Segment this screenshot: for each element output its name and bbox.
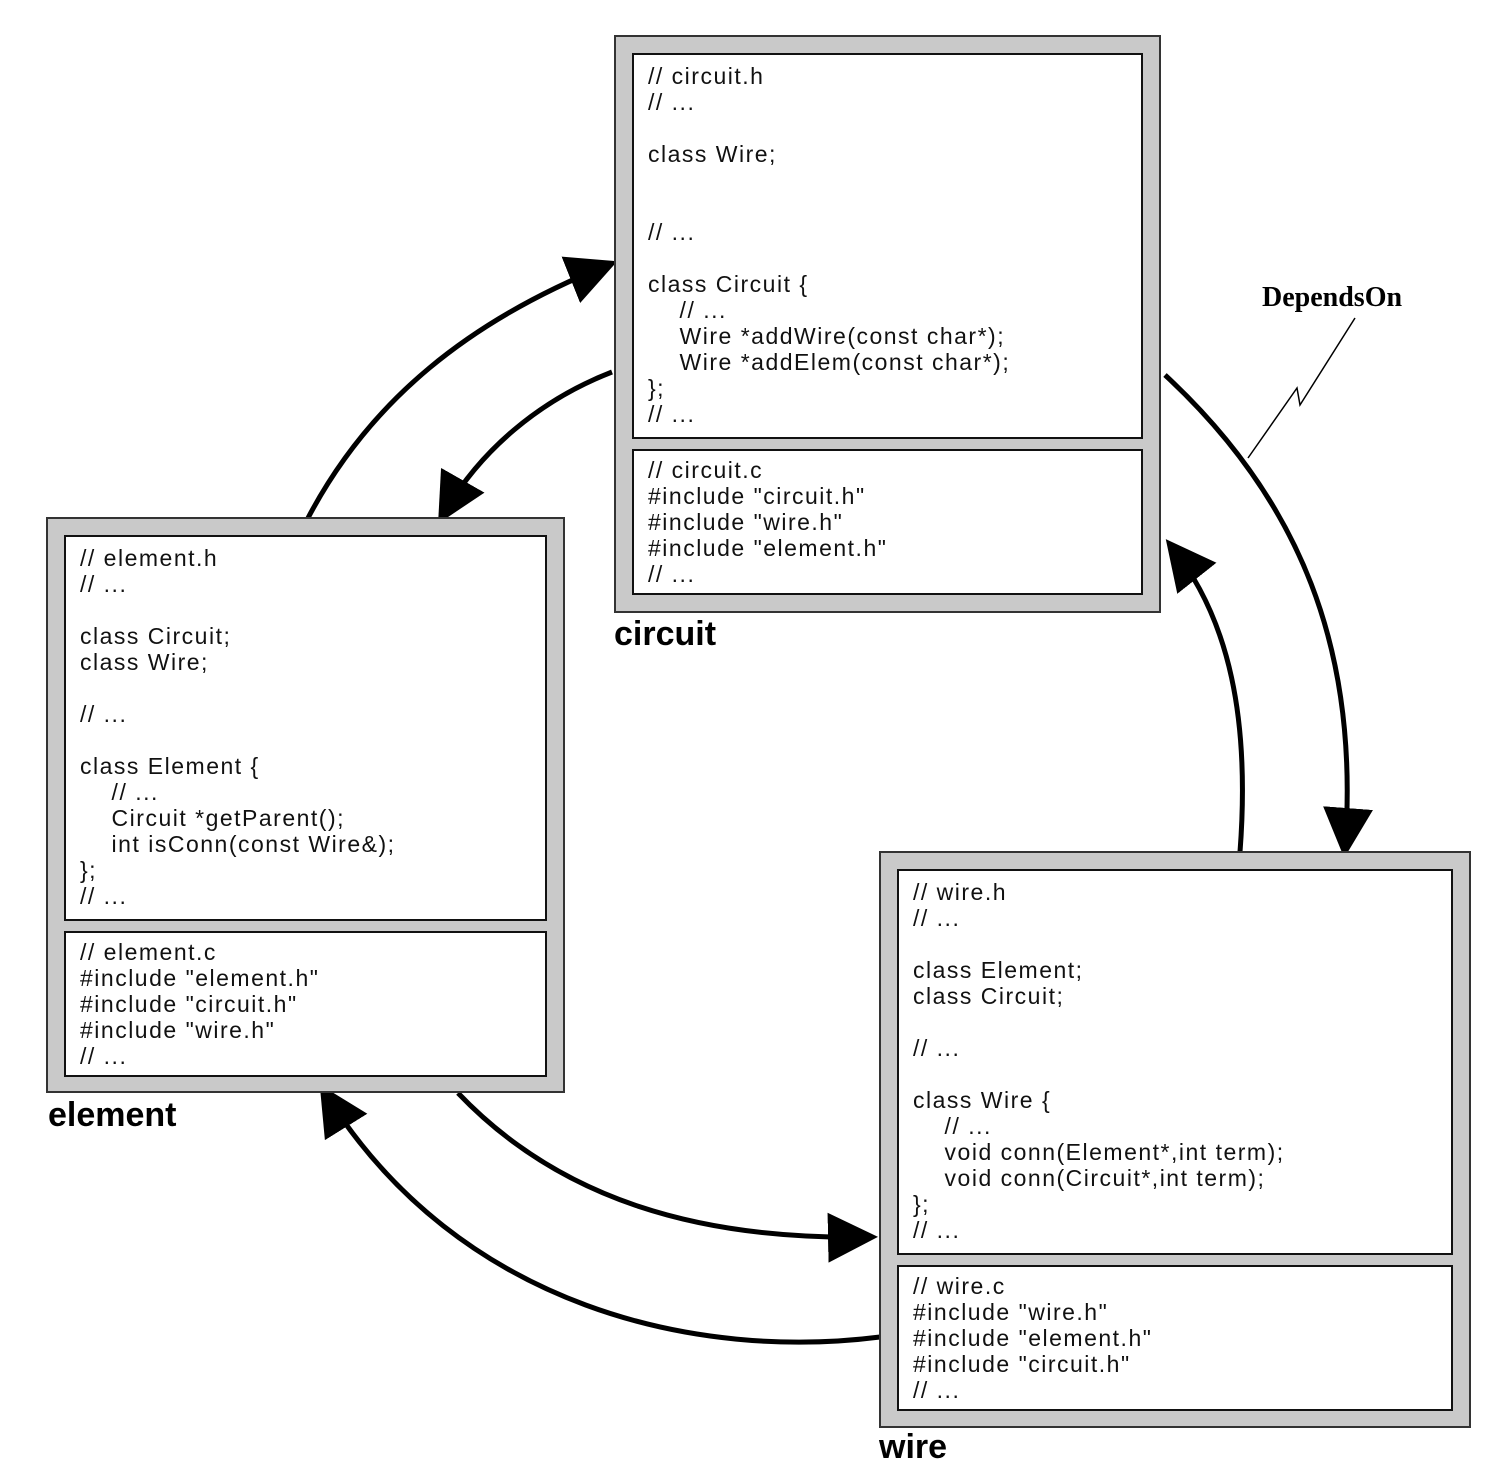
arrow-wire-to-circuit [1165,539,1245,853]
arrow-circuit-to-wire [1163,373,1373,858]
circuit-module: // circuit.h // ... class Wire; // ... c… [614,35,1161,613]
element-header-code: // element.h // ... class Circuit; class… [80,545,396,909]
circuit-header-code: // circuit.h // ... class Wire; // ... c… [648,63,1011,427]
wire-header-code: // wire.h // ... class Element; class Ci… [913,879,1285,1243]
wire-source-pane: // wire.c #include "wire.h" #include "el… [897,1265,1453,1411]
element-header-pane: // element.h // ... class Circuit; class… [64,535,547,921]
arrow-circuit-to-element [438,369,613,524]
arrow-element-to-circuit [305,256,618,520]
circuit-header-pane: // circuit.h // ... class Wire; // ... c… [632,53,1143,439]
element-module-label: element [48,1096,177,1134]
wire-header-pane: // wire.h // ... class Element; class Ci… [897,869,1453,1255]
element-source-pane: // element.c #include "element.h" #inclu… [64,931,547,1077]
element-source-code: // element.c #include "element.h" #inclu… [80,939,320,1069]
wire-source-code: // wire.c #include "wire.h" #include "el… [913,1273,1153,1403]
element-module: // element.h // ... class Circuit; class… [46,517,565,1093]
arrow-wire-to-element [319,1084,881,1345]
arrow-element-to-wire [456,1091,878,1263]
circuit-module-label: circuit [614,615,717,653]
circuit-source-code: // circuit.c #include "circuit.h" #inclu… [648,457,888,587]
wire-module: // wire.h // ... class Element; class Ci… [879,851,1471,1428]
dependson-leader-line [1247,317,1356,459]
circuit-source-pane: // circuit.c #include "circuit.h" #inclu… [632,449,1143,595]
wire-module-label: wire [879,1428,948,1466]
dependson-label: DependsOn [1262,282,1403,313]
